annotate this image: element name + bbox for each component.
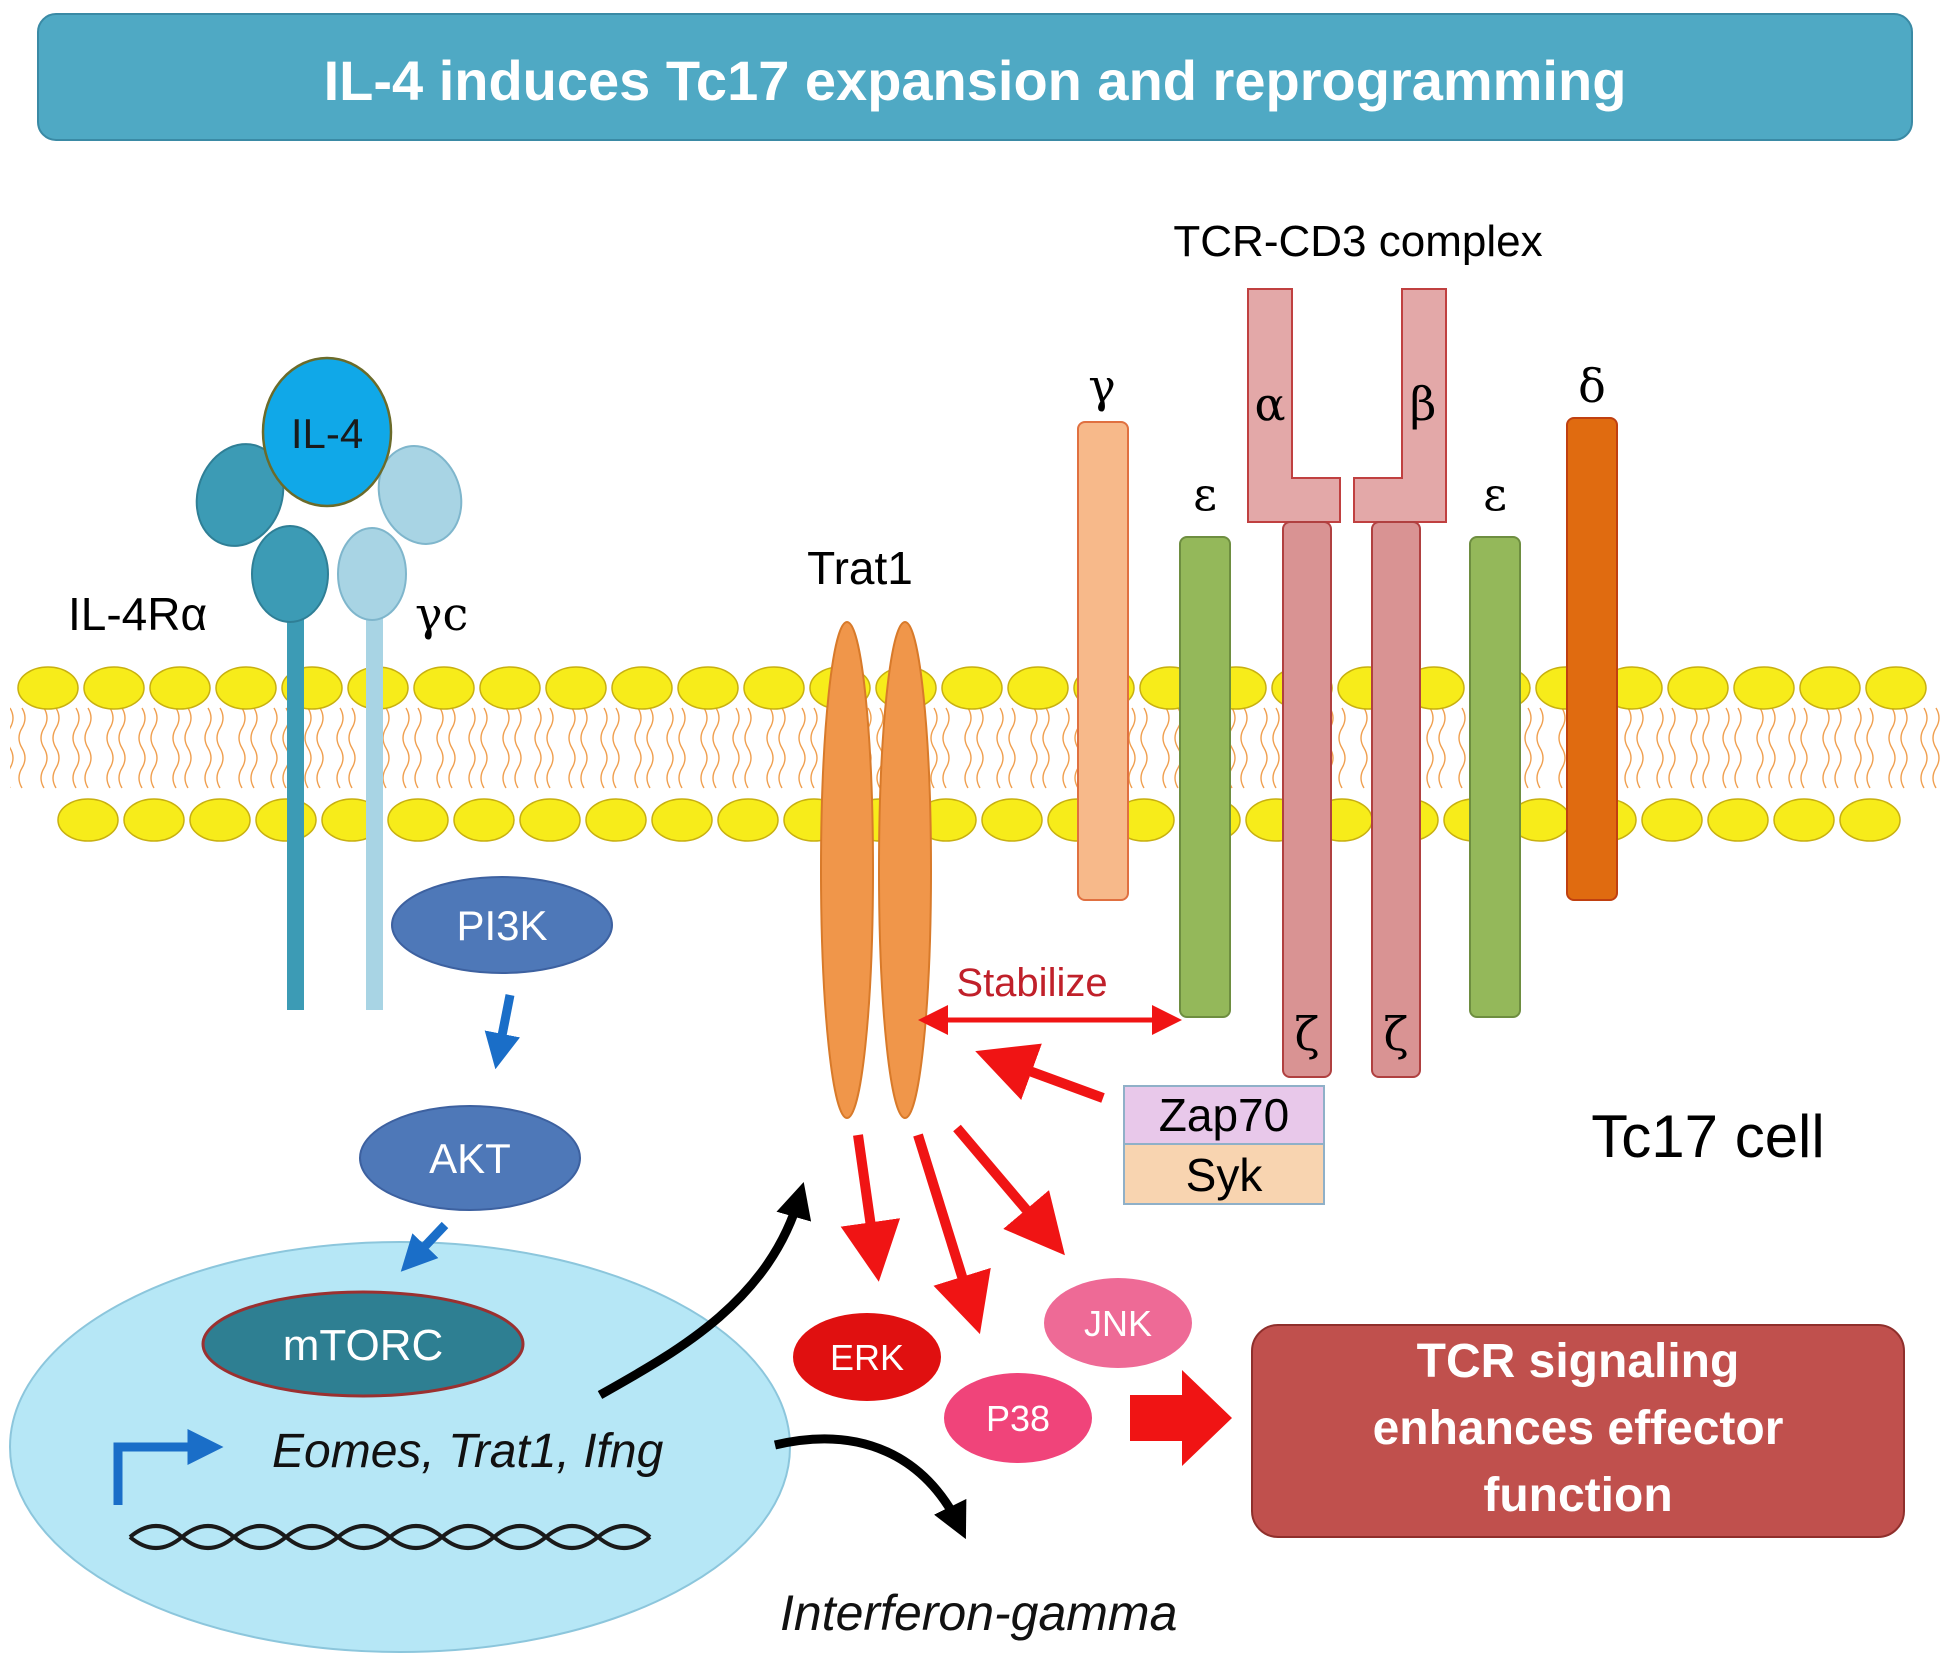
jnk-node (1044, 1278, 1192, 1368)
trat1-label: Trat1 (807, 542, 913, 594)
pi3k-akt-mtorc-cascade: PI3K AKT mTORC (201, 876, 613, 1398)
trat1-to-p38-arrow (913, 1133, 991, 1335)
lipid-head (1641, 798, 1703, 842)
cd3-epsilon-right-label: ε (1483, 467, 1507, 521)
lipid-head (1733, 666, 1795, 710)
mtorc-node (201, 1290, 525, 1398)
pi3k-node (391, 876, 613, 974)
zap70-label: Zap70 (1159, 1089, 1289, 1141)
lipid-head (1007, 666, 1069, 710)
title-banner: IL-4 induces Tc17 expansion and reprogra… (37, 13, 1913, 141)
lipid-head (981, 798, 1043, 842)
lipid-head (413, 666, 475, 710)
zap70-box (1123, 1085, 1325, 1145)
lipid-head (123, 798, 185, 842)
outcome-line-3: function (1483, 1469, 1672, 1522)
lipid-head (585, 798, 647, 842)
lipid-head (743, 666, 805, 710)
pi3k-label: PI3K (456, 902, 547, 949)
lipid-head (519, 798, 581, 842)
gamma-c-label: γc (415, 587, 468, 641)
lipid-head (479, 666, 541, 710)
lipid-head (83, 666, 145, 710)
lipid-head (1839, 798, 1901, 842)
gene-to-trat1-arrow (597, 1182, 812, 1399)
mtorc-label: mTORC (283, 1321, 444, 1370)
tcr-beta-label: β (1410, 377, 1437, 431)
tcr-beta-chain-extracellular (1353, 288, 1447, 523)
cd3-epsilon-left-label: ε (1193, 467, 1217, 521)
lipid-head (255, 798, 317, 842)
lipid-head (717, 798, 779, 842)
lipid-head (17, 666, 79, 710)
lipid-head (149, 666, 211, 710)
lipid-head (1667, 666, 1729, 710)
tcr-alpha-label: α (1254, 377, 1285, 431)
erk-node (793, 1313, 941, 1401)
zeta-chain-right (1371, 521, 1421, 1078)
outcome-line-1: TCR signaling (1417, 1335, 1740, 1388)
trat1-to-jnk-arrow (953, 1124, 1065, 1256)
cd3-gamma-label: γ (1088, 359, 1116, 413)
zeta-right-label: ζ (1384, 1007, 1409, 1061)
outcome-block-arrow (1130, 1370, 1232, 1466)
zap70-syk-kinases: Zap70 Syk (1123, 1085, 1325, 1205)
syk-box (1123, 1143, 1325, 1205)
lipid-head (387, 798, 449, 842)
tcr-signaling-outcome-box: TCR signaling enhances effector function (1251, 1324, 1905, 1538)
lipid-head (1707, 798, 1769, 842)
p38-label: P38 (986, 1398, 1050, 1439)
title-text: IL-4 induces Tc17 expansion and reprogra… (324, 49, 1627, 112)
erk-label: ERK (830, 1337, 904, 1378)
lipid-head-row-top (17, 666, 1927, 710)
il4-label: IL-4 (291, 410, 363, 457)
transcription-start-arrow (113, 1429, 224, 1505)
lipid-head (677, 666, 739, 710)
lipid-head-row-bottom (57, 798, 1901, 842)
lipid-head (651, 798, 713, 842)
lipid-head (215, 666, 277, 710)
gene-list: Eomes, Trat1, Ifng (272, 1425, 664, 1478)
zap70-to-trat1-arrow (975, 1043, 1105, 1103)
tcr-cd3-complex-label: TCR-CD3 complex (1173, 217, 1542, 266)
tcr-alpha-chain-extracellular (1247, 288, 1341, 523)
lipid-head (545, 666, 607, 710)
cd3-delta-chain (1566, 417, 1618, 901)
lipid-head (1799, 666, 1861, 710)
trat1-to-erk-arrow (840, 1134, 901, 1282)
outcome-line-2: enhances effector (1373, 1402, 1784, 1455)
cd3-gamma-chain (1077, 421, 1129, 901)
stabilize-label: Stabilize (956, 961, 1107, 1005)
tc17-cell-label: Tc17 cell (1591, 1103, 1824, 1170)
p38-node (944, 1373, 1092, 1463)
il4-ligand (261, 356, 393, 508)
lipid-head (189, 798, 251, 842)
il4ra-label: IL-4Rα (68, 588, 207, 640)
lipid-head (57, 798, 119, 842)
zeta-left-label: ζ (1295, 1007, 1320, 1061)
lipid-head (453, 798, 515, 842)
lipid-head (1865, 666, 1927, 710)
cd3-delta-label: δ (1578, 359, 1606, 413)
zeta-chain-left (1282, 521, 1332, 1078)
interferon-gamma-label: Interferon-gamma (780, 1585, 1177, 1641)
cd3-epsilon-right (1469, 536, 1521, 1018)
akt-node (359, 1105, 581, 1211)
trat1-protein: Trat1 (807, 542, 932, 1119)
akt-label: AKT (429, 1135, 511, 1182)
syk-label: Syk (1186, 1149, 1264, 1201)
mapk-nodes: ERK P38 JNK (793, 1278, 1192, 1463)
jnk-label: JNK (1084, 1303, 1152, 1344)
il4-receptor: IL-4 IL-4Rα γc (68, 356, 468, 1010)
gene-to-ifng-arrow (773, 1434, 967, 1540)
lipid-head (941, 666, 1003, 710)
lipid-head (611, 666, 673, 710)
tcr-cd3-complex: TCR-CD3 complex γ ε α β ζ ζ ε δ (1077, 217, 1618, 1078)
lipid-head (1773, 798, 1835, 842)
cd3-epsilon-left (1179, 536, 1231, 1018)
